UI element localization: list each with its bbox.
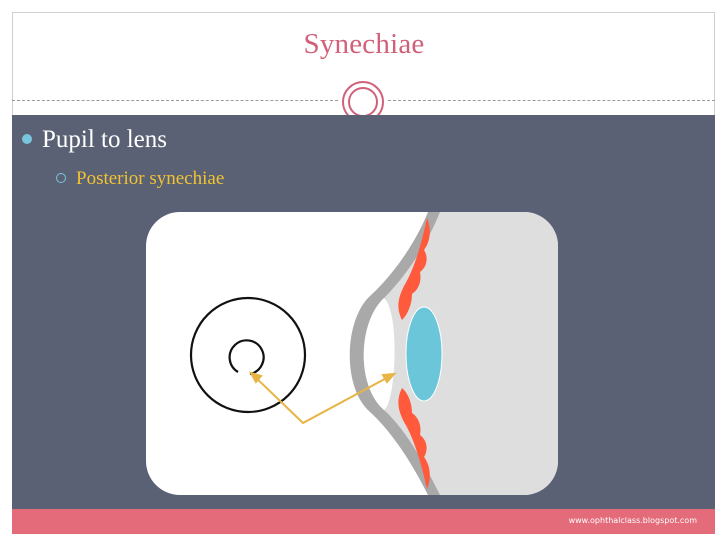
eye-cross-section	[349, 212, 558, 495]
sub-bullet-ring-icon	[56, 172, 66, 183]
footer-url: www.ophthalclass.blogspot.com	[568, 516, 697, 525]
pupil-front-view	[189, 296, 307, 414]
bullet-text: Pupil to lens	[42, 126, 168, 153]
bullet-item: Pupil to lens	[22, 126, 167, 154]
title-divider-right	[388, 100, 715, 101]
slide-title: Synechiae	[303, 28, 425, 60]
bullet-dot-icon	[22, 134, 32, 145]
synechiae-arrows	[248, 371, 397, 425]
sub-bullet-text: Posterior synechiae	[76, 168, 225, 189]
eye-diagram	[189, 212, 558, 495]
eye-diagram-figure	[146, 212, 558, 495]
sub-bullet-item: Posterior synechiae	[56, 168, 224, 190]
footer-bar: www.ophthalclass.blogspot.com	[12, 509, 715, 534]
title-divider-left	[12, 100, 338, 101]
